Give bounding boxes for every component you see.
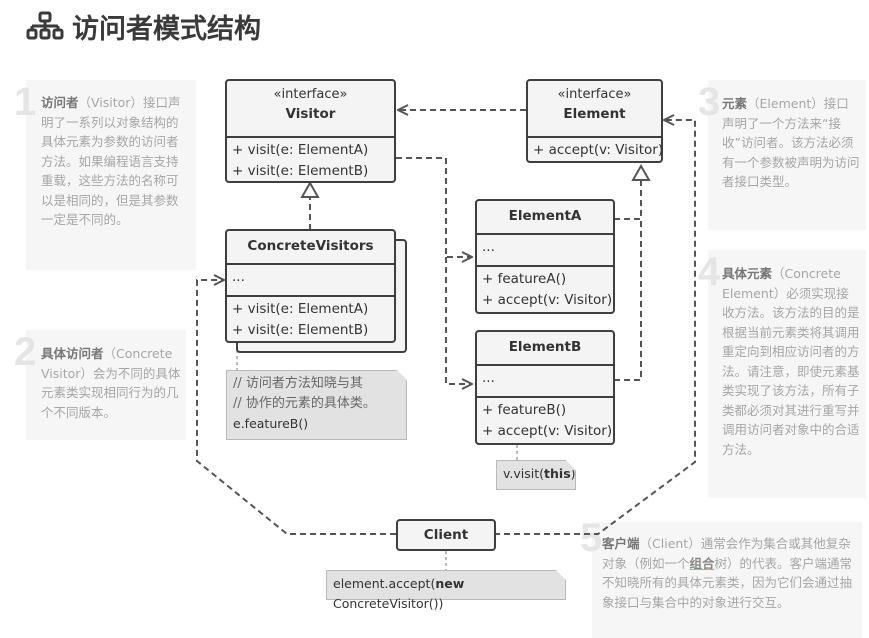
class-name: Visitor [285, 106, 336, 122]
note-term: 客户端 [602, 536, 640, 551]
fields: ... [482, 239, 495, 255]
code-keyword: new [435, 576, 465, 591]
code-line: element.accept( [333, 576, 436, 591]
code-line: e.featureB() [233, 416, 309, 431]
client-box[interactable]: Client [396, 519, 496, 551]
visitor-code-note: // 访问者方法知晓与其 // 协作的元素的具体类。 e.featureB() [226, 370, 407, 440]
visitor-to-element-b [445, 257, 472, 384]
note-concrete-element: 4 具体元素（Concrete Element）必须实现接收方法。该方法的目的是… [698, 250, 866, 498]
note-element: 3 元素（Element）接口声明了一个方法来“接收”访问者。该方法必须有一个参… [698, 80, 866, 230]
code-line: v.visit( [503, 466, 545, 481]
note-number: 3 [698, 80, 721, 124]
note-text: （Concrete Element）必须实现接收方法。该方法的目的是根据当前元素… [722, 266, 860, 457]
note-fold-corner [556, 570, 566, 580]
composite-link[interactable]: 组合 [689, 555, 715, 571]
method: + accept(v: Visitor) [482, 423, 613, 439]
code-comment: // 访问者方法知晓与其 [233, 376, 363, 391]
class-name: Element [563, 106, 626, 122]
note-number: 2 [14, 330, 37, 374]
element-b-code-note: v.visit(this) [496, 460, 576, 490]
method: + accept(v: Visitor) [482, 292, 613, 308]
page-title: 访问者模式结构 [26, 6, 261, 46]
note-number: 4 [698, 250, 721, 294]
fields: ... [232, 269, 245, 285]
note-fold-corner [566, 460, 576, 470]
note-number: 1 [14, 80, 37, 124]
note-visitor: 1 访问者（Visitor）接口声明了一系列以对象结构的具体元素为参数的访问者方… [14, 80, 196, 270]
method: + accept(v: Visitor) [533, 142, 664, 158]
method: + visit(e: ElementB) [232, 322, 369, 338]
note-term: 具体元素 [722, 266, 773, 281]
note-term: 访问者 [41, 95, 79, 110]
stereotype-label: «interface» [273, 87, 348, 102]
note-number: 5 [580, 516, 603, 560]
note-client: 5 客户端（Client）通常会作为集合或其他复杂对象（例如一个组合树）的代表。… [580, 518, 862, 638]
visitor-to-element-a [396, 157, 472, 257]
fields: ... [482, 370, 495, 386]
class-name: Client [423, 527, 469, 543]
element-triangle [631, 163, 651, 181]
sitemap-icon [26, 11, 64, 40]
note-fold-corner [397, 370, 407, 380]
element-a-realization [614, 180, 642, 220]
note-term: 元素 [722, 96, 748, 111]
element-b-realization [614, 219, 642, 381]
note-text: （Concrete Visitor）会为不同的具体元素类实现相同行为的几个不同版… [41, 346, 181, 420]
client-code-note: element.accept(new ConcreteVisitor()) [326, 570, 566, 611]
note-text: 树）的代表。客户端通常不知晓所有的具体元素类，因为它们会通过抽象接口与集合中的对… [602, 555, 853, 610]
class-name: ElementB [508, 339, 582, 355]
concrete-visitors-box[interactable]: ConcreteVisitors ... + visit(e: ElementA… [225, 229, 396, 343]
stereotype-label: «interface» [557, 87, 632, 102]
note-text: （Client）通常会作为集合或其他复杂对象（例如一个 [602, 536, 851, 571]
method: + visit(e: ElementA) [232, 301, 369, 317]
visitor-triangle [300, 180, 320, 198]
class-name: ConcreteVisitors [247, 238, 374, 254]
note-concrete-visitor: 2 具体访问者（Concrete Visitor）会为不同的具体元素类实现相同行… [14, 330, 186, 440]
note-term: 具体访问者 [41, 346, 104, 361]
code-keyword: this [544, 466, 571, 481]
class-name: ElementA [508, 208, 582, 224]
note-text: （Visitor）接口声明了一系列以对象结构的具体元素为参数的访问者方法。如果编… [41, 95, 181, 227]
element-interface-box[interactable]: «interface» Element + accept(v: Visitor) [526, 79, 663, 163]
title-text: 访问者模式结构 [72, 13, 261, 45]
note-text: （Element）接口声明了一个方法来“接收”访问者。该方法必须有一个参数被声明… [722, 96, 860, 189]
element-b-box[interactable]: ElementB ... + featureB() + accept(v: Vi… [475, 330, 615, 445]
method: + visit(e: ElementA) [232, 142, 369, 158]
element-a-box[interactable]: ElementA ... + featureA() + accept(v: Vi… [475, 199, 615, 314]
code-line: ) [570, 466, 576, 481]
method: + featureA() [482, 271, 567, 287]
visitor-interface-box[interactable]: «interface» Visitor + visit(e: ElementA)… [225, 79, 396, 183]
method: + featureB() [482, 402, 567, 418]
code-line: ConcreteVisitor()) [333, 596, 444, 611]
method: + visit(e: ElementB) [232, 163, 369, 179]
code-comment: // 协作的元素的具体类。 [233, 396, 376, 411]
